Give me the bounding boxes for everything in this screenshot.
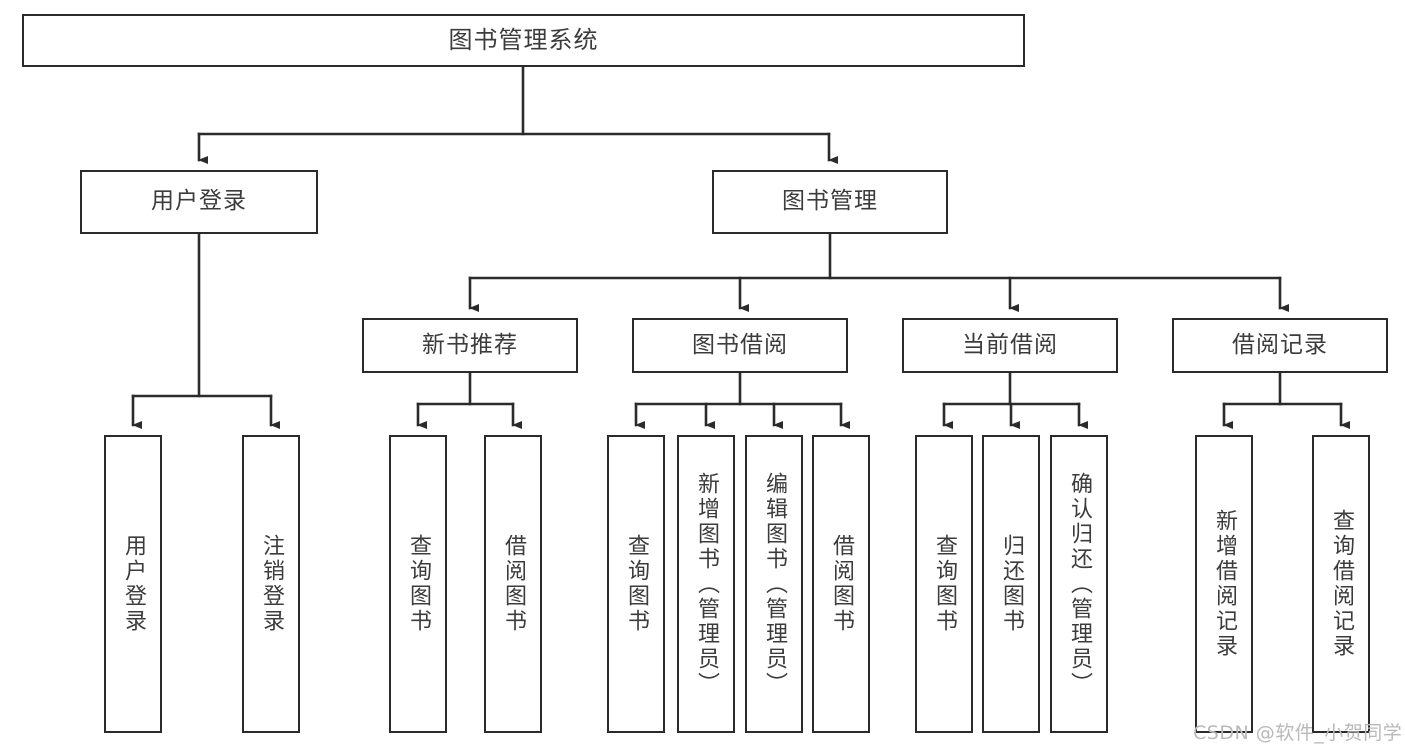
leaf-label: 编辑图书（管理员） xyxy=(762,471,787,697)
node-leaf-query-book-2[interactable]: 查询图书 xyxy=(607,435,665,733)
node-leaf-query-book-1[interactable]: 查询图书 xyxy=(389,435,447,733)
leaf-label: 查询图书 xyxy=(932,534,957,634)
leaf-label: 借阅图书 xyxy=(829,534,854,634)
leaf-label: 新增图书（管理员） xyxy=(694,471,719,697)
node-leaf-borrow-book-2[interactable]: 借阅图书 xyxy=(812,435,870,733)
leaf-label: 归还图书 xyxy=(999,534,1024,634)
node-book-borrow[interactable]: 图书借阅 xyxy=(632,318,848,373)
node-current-borrow[interactable]: 当前借阅 xyxy=(902,318,1118,373)
leaf-label: 注销登录 xyxy=(259,534,284,634)
node-new-book-recommend[interactable]: 新书推荐 xyxy=(362,318,578,373)
node-leaf-query-book-3[interactable]: 查询图书 xyxy=(915,435,973,733)
leaf-label: 查询借阅记录 xyxy=(1329,509,1354,659)
watermark-text: CSDN @软件_小贺同学 xyxy=(1193,722,1403,744)
leaf-label: 新增借阅记录 xyxy=(1212,509,1237,659)
node-leaf-add-borrow-record[interactable]: 新增借阅记录 xyxy=(1195,435,1253,733)
node-leaf-return-book[interactable]: 归还图书 xyxy=(982,435,1040,733)
leaf-label: 用户登录 xyxy=(121,534,146,634)
leaf-label: 查询图书 xyxy=(406,534,431,634)
leaf-label: 借阅图书 xyxy=(501,534,526,634)
leaf-label: 确认归还（管理员） xyxy=(1067,471,1092,697)
node-leaf-confirm-return[interactable]: 确认归还（管理员） xyxy=(1050,435,1108,733)
node-leaf-edit-book[interactable]: 编辑图书（管理员） xyxy=(745,435,803,733)
node-book-management[interactable]: 图书管理 xyxy=(712,170,948,234)
node-leaf-borrow-book-1[interactable]: 借阅图书 xyxy=(484,435,542,733)
node-user-login[interactable]: 用户登录 xyxy=(80,170,318,234)
node-borrow-record[interactable]: 借阅记录 xyxy=(1172,318,1388,373)
node-leaf-add-book[interactable]: 新增图书（管理员） xyxy=(677,435,735,733)
node-leaf-user-logout[interactable]: 注销登录 xyxy=(242,435,300,733)
node-root[interactable]: 图书管理系统 xyxy=(22,14,1025,67)
node-leaf-query-borrow-record[interactable]: 查询借阅记录 xyxy=(1312,435,1370,733)
leaf-label: 查询图书 xyxy=(624,534,649,634)
node-leaf-user-login[interactable]: 用户登录 xyxy=(104,435,162,733)
